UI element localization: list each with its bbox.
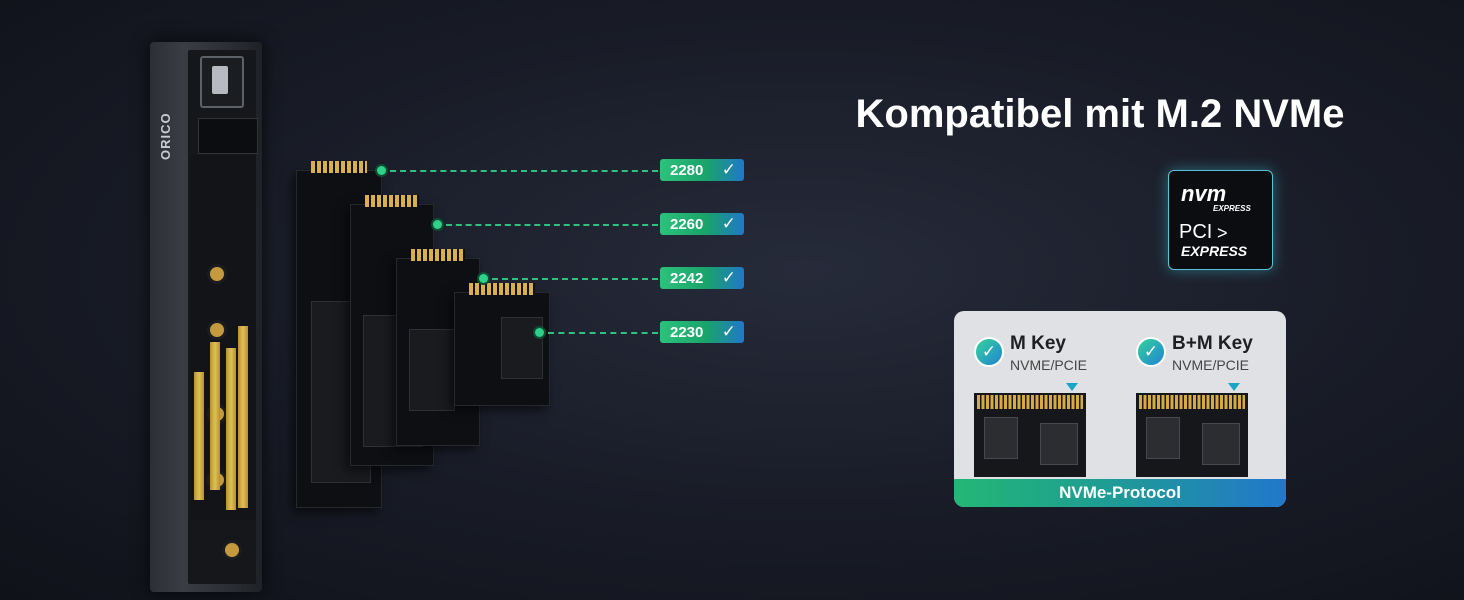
- key-title: B+M Key: [1172, 333, 1253, 354]
- size-tag-2242: 2242 ✓: [660, 267, 744, 289]
- check-circle-icon: ✓: [974, 337, 1004, 367]
- gold-contact: [238, 326, 248, 508]
- mount-screw-2230: [207, 264, 227, 284]
- size-indicator-line: [390, 170, 658, 172]
- gold-contact: [194, 372, 204, 500]
- ssd-card-2230: [454, 283, 550, 406]
- bm-key-card-image: [1136, 393, 1248, 477]
- brand-logo: ORICO: [158, 112, 173, 160]
- gold-contact: [210, 342, 220, 490]
- mount-screw-2242: [207, 320, 227, 340]
- size-tag-2260: 2260 ✓: [660, 213, 744, 235]
- check-icon: ✓: [721, 160, 736, 179]
- nvme-pcie-logo: nvm EXPRESS PCI > EXPRESS: [1168, 170, 1273, 270]
- key-subtitle: NVME/PCIE: [1172, 357, 1250, 373]
- pci-arrow-icon: >: [1217, 223, 1228, 243]
- nvm-wordmark: nvm: [1181, 181, 1227, 206]
- size-indicator-dot: [479, 274, 488, 283]
- size-indicator-dot: [433, 220, 442, 229]
- size-tag-2280: 2280 ✓: [660, 159, 744, 181]
- nvm-express-wordmark: EXPRESS: [1213, 204, 1251, 213]
- m-key-card-image: [974, 393, 1086, 477]
- size-label: 2230: [670, 324, 704, 341]
- size-tag-2230: 2230 ✓: [660, 321, 744, 343]
- key-notch-indicator-icon: [1066, 383, 1078, 391]
- size-label: 2242: [670, 270, 704, 287]
- size-indicator-dot: [535, 328, 544, 337]
- m2-connector: [198, 118, 258, 154]
- size-indicator-line: [446, 224, 658, 226]
- gold-contact: [226, 348, 236, 510]
- pci-wordmark: PCI: [1179, 221, 1213, 243]
- check-icon: ✓: [721, 322, 736, 341]
- size-label: 2280: [670, 162, 704, 179]
- protocol-label: NVMe-Protocol: [954, 479, 1286, 507]
- size-indicator-line: [548, 332, 658, 334]
- check-icon: ✓: [721, 214, 736, 233]
- size-indicator-dot: [377, 166, 386, 175]
- check-circle-icon: ✓: [1136, 337, 1166, 367]
- key-notch-indicator-icon: [1228, 383, 1240, 391]
- usb-c-port: [200, 56, 244, 108]
- size-label: 2260: [670, 216, 704, 233]
- key-title: M Key: [1010, 333, 1066, 354]
- size-indicator-line: [492, 278, 658, 280]
- express-wordmark: EXPRESS: [1181, 243, 1248, 259]
- check-icon: ✓: [721, 268, 736, 287]
- mount-screw-base: [222, 540, 242, 560]
- page-title: Kompatibel mit M.2 NVMe: [855, 92, 1345, 136]
- key-subtitle: NVME/PCIE: [1010, 357, 1088, 373]
- key-compatibility-panel: ✓ M Key NVME/PCIE ✓ B+M Key NVME/PCIE NV…: [954, 311, 1286, 507]
